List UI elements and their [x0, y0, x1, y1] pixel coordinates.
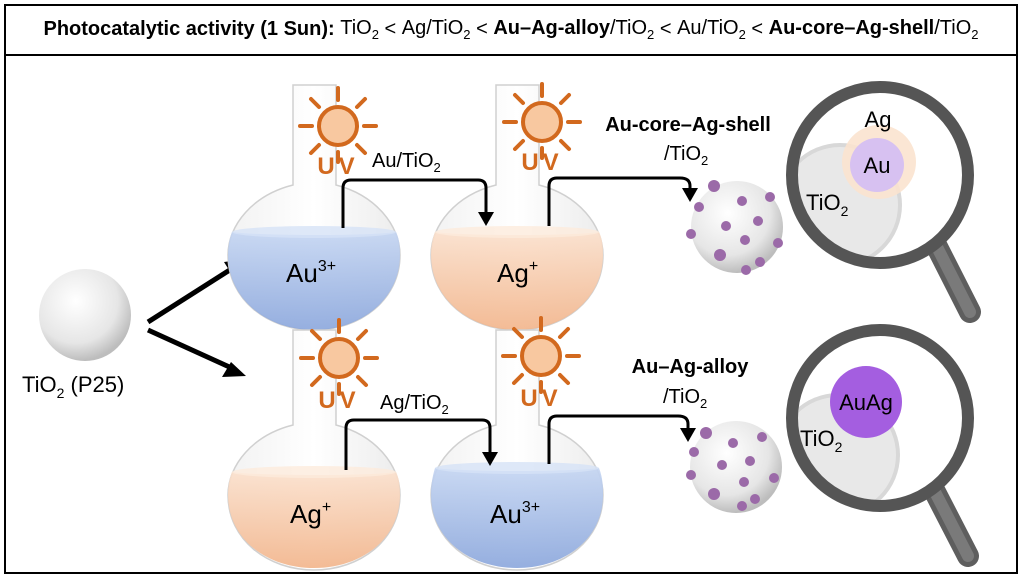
header-lt-3: < — [659, 17, 672, 40]
sun-icon — [299, 318, 379, 396]
flask-bottom-left-label: Ag+ — [290, 499, 331, 529]
transfer-arrow-bottom-head — [482, 452, 498, 466]
flask-top-left-label: Au3+ — [286, 258, 336, 288]
auag-particle — [830, 366, 902, 438]
header-alloy: Au–Ag-alloy/TiO2 — [493, 16, 655, 42]
alloy-tio2-label: /TiO2 — [663, 386, 707, 411]
alloy-particle — [686, 421, 782, 513]
header-lt-4: < — [751, 17, 764, 40]
mag-tio2-bottom-label: TiO2 — [800, 426, 843, 455]
alloy-label: Au–Ag-alloy — [632, 356, 750, 378]
uv-label: UV — [318, 387, 359, 414]
ag-tio2-label: Ag/TiO2 — [380, 392, 449, 417]
product-arrow-bottom — [547, 414, 690, 464]
flask-top-left — [227, 84, 401, 331]
arrow-down — [146, 327, 238, 373]
uv-label: UV — [521, 149, 562, 176]
mag-au-label: Au — [864, 153, 891, 178]
mag-ag-label: Ag — [865, 107, 892, 132]
header-title: Photocatalytic activity (1 Sun): TiO2 < … — [4, 4, 1018, 56]
core-shell-particle — [686, 180, 783, 275]
sun-icon — [502, 82, 582, 160]
uv-label: UV — [520, 385, 561, 412]
product-arrow-top — [547, 176, 692, 226]
header-tio2: TiO2 — [340, 16, 379, 42]
au-tio2-label: Au/TiO2 — [372, 150, 441, 175]
header-lt-2: < — [476, 17, 488, 40]
figure-frame — [4, 4, 1018, 574]
uv-label: UV — [317, 153, 358, 180]
mag-tio2-top-label: TiO2 — [806, 190, 849, 219]
transfer-arrow-top — [341, 178, 488, 228]
arrow-down-head — [222, 362, 246, 377]
tio2-p25-label: TiO2 (P25) — [22, 372, 124, 401]
header-lt-1: < — [384, 17, 397, 40]
product-arrow-bottom-head — [680, 428, 696, 442]
header-core-shell: Au-core–Ag-shell/TiO2 — [768, 16, 979, 42]
sun-icon — [501, 316, 581, 394]
arrow-up — [146, 263, 238, 325]
transfer-arrow-bottom — [344, 418, 492, 470]
au-core — [850, 138, 904, 192]
product-arrow-top-head — [682, 188, 698, 202]
header-au-tio2: Au/TiO2 — [677, 16, 746, 42]
flask-top-middle-label: Ag+ — [497, 258, 538, 288]
header-ag-tio2: Ag/TiO2 — [401, 16, 471, 42]
core-shell-tio2-label: /TiO2 — [664, 143, 708, 168]
core-shell-label: Au-core–Ag-shell — [605, 114, 771, 136]
header-label: Photocatalytic activity (1 Sun): — [43, 17, 335, 40]
magnifier-core-shell — [786, 81, 981, 323]
sun-icon — [298, 86, 378, 164]
flask-bottom-left — [227, 329, 401, 571]
flask-bottom-middle-label: Au3+ — [490, 499, 540, 529]
mag-auag-label: AuAg — [839, 390, 893, 415]
flask-bottom-middle — [430, 329, 604, 571]
transfer-arrow-top-head — [478, 212, 494, 226]
tio2-p25-sphere — [39, 269, 131, 361]
